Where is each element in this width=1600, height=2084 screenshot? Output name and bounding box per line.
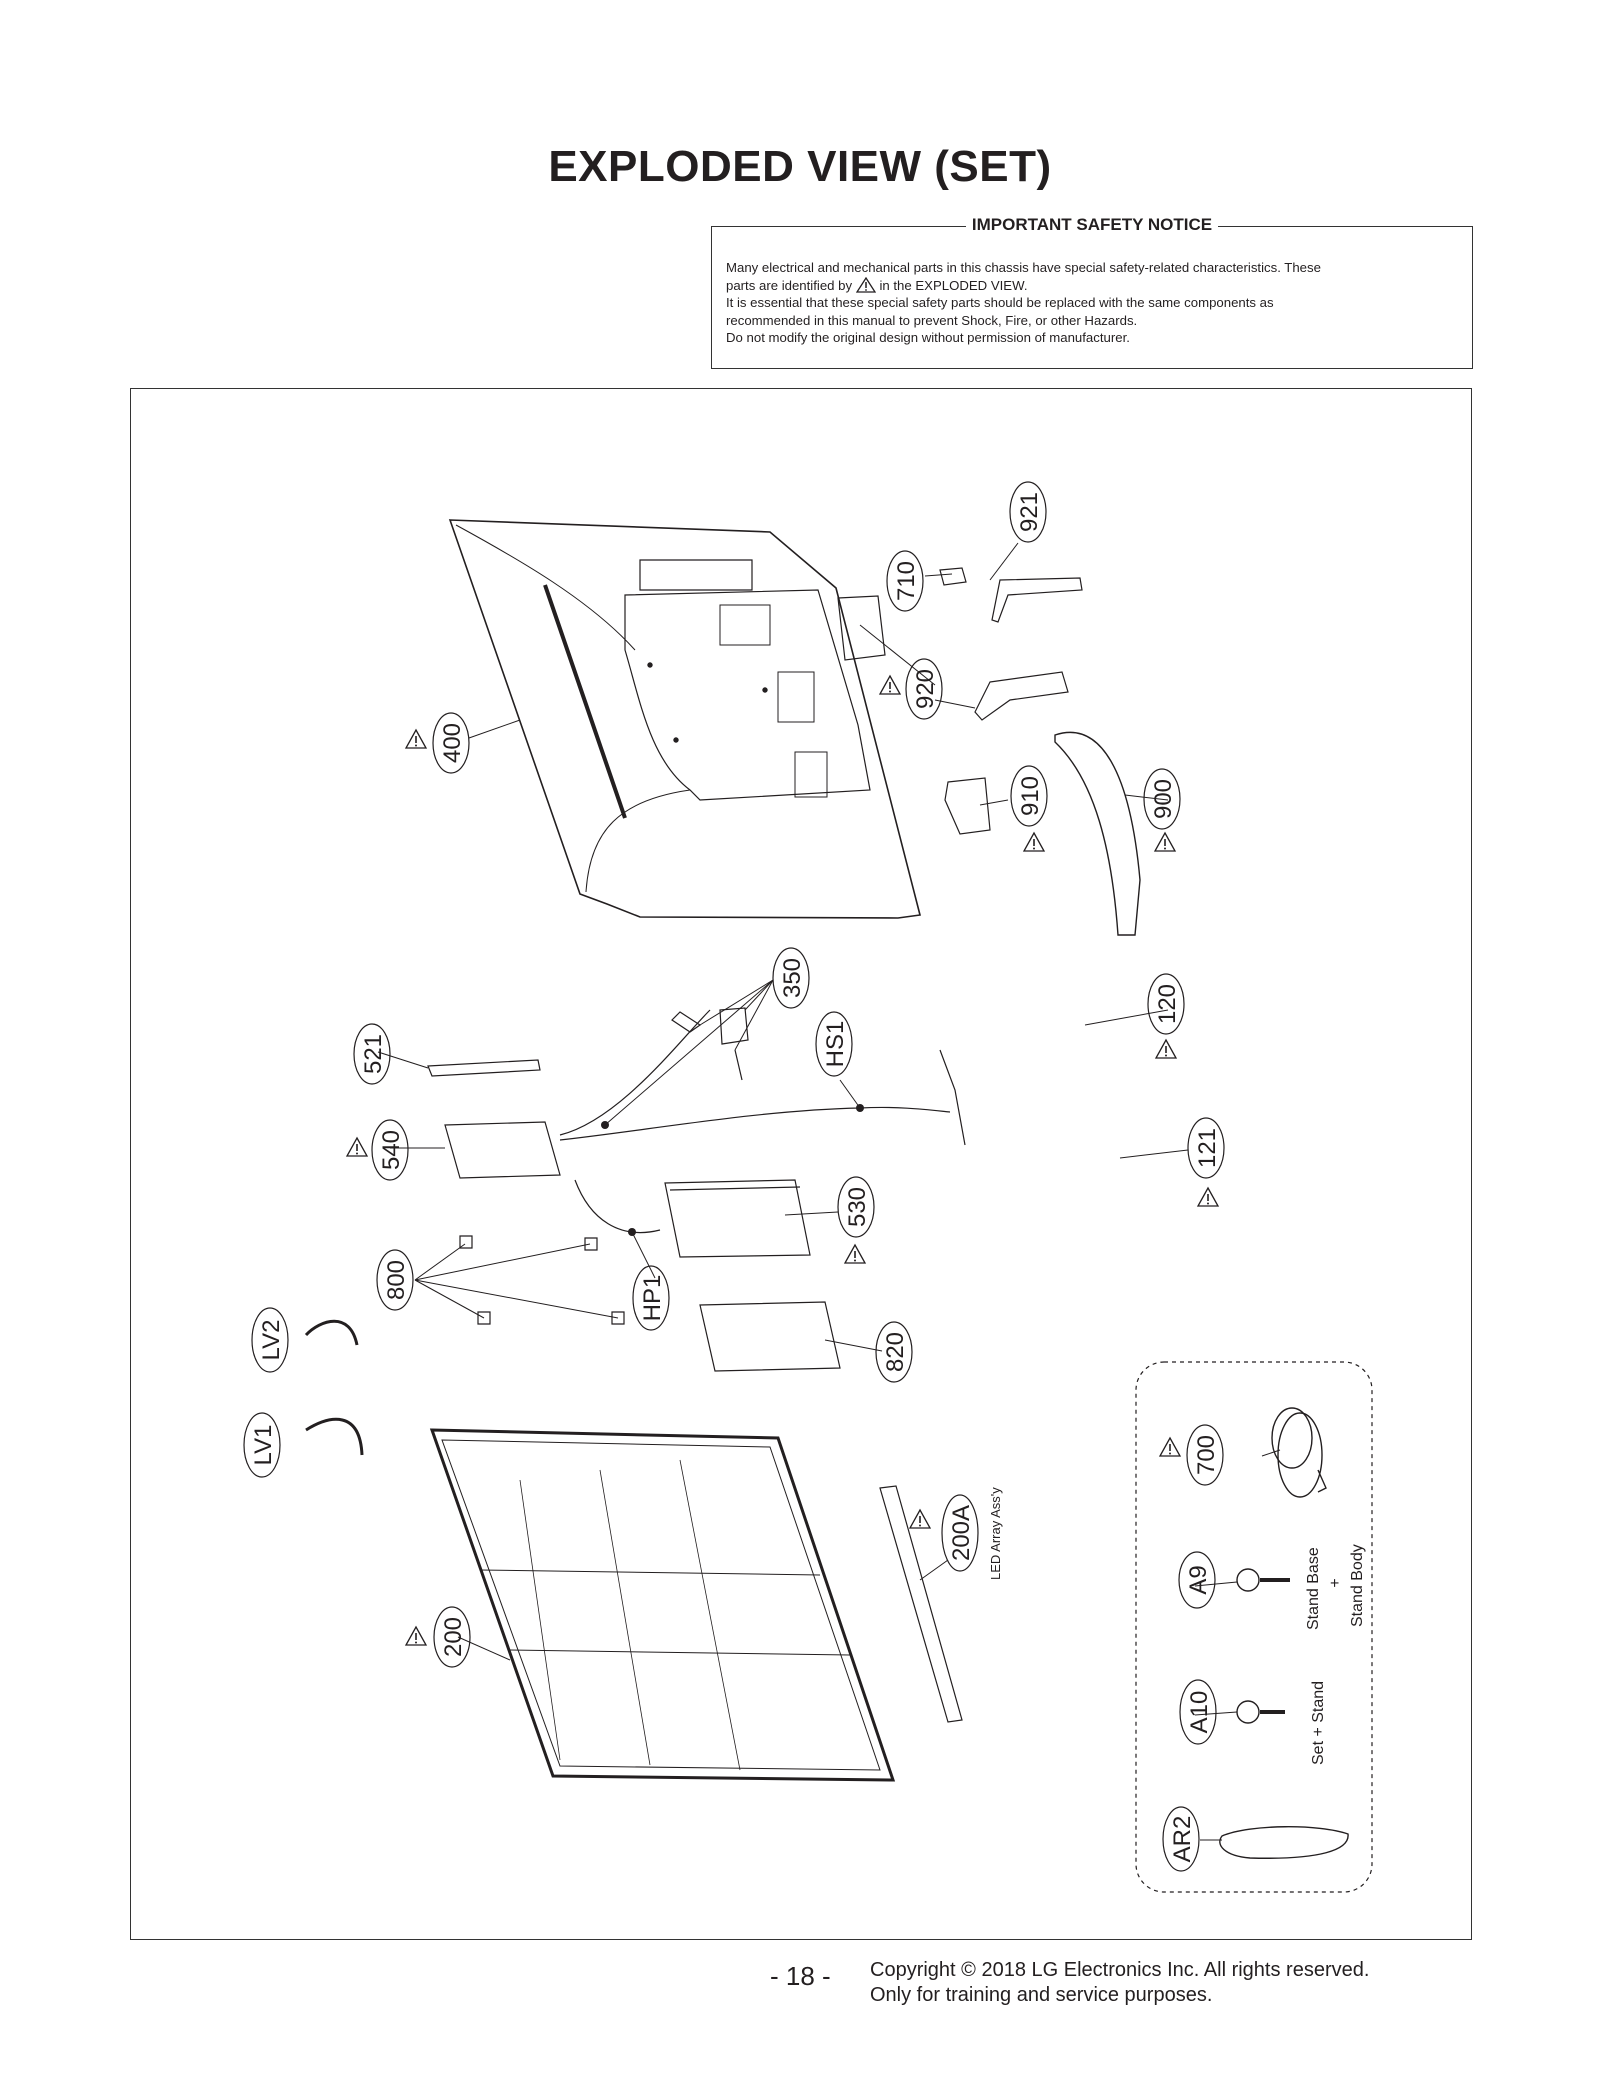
bracket-parts xyxy=(304,1235,625,1456)
warning-icon xyxy=(405,1626,427,1646)
svg-text:120: 120 xyxy=(1154,984,1181,1024)
accessory-parts xyxy=(1219,1407,1349,1859)
callout-700: 700 xyxy=(1186,1424,1224,1486)
page-number: - 18 - xyxy=(770,1961,831,1991)
svg-text:121: 121 xyxy=(1194,1128,1221,1168)
accessory-box xyxy=(1135,1361,1373,1893)
junction-dots xyxy=(601,1104,864,1236)
leader-lines xyxy=(377,542,1281,1841)
svg-text:910: 910 xyxy=(1017,776,1044,816)
callout-ar2: AR2 xyxy=(1162,1806,1200,1872)
svg-text:HP1: HP1 xyxy=(639,1275,666,1322)
svg-text:AR2: AR2 xyxy=(1169,1816,1196,1863)
callout-820: 820 xyxy=(875,1321,913,1383)
safety-notice-text: Many electrical and mechanical parts in … xyxy=(726,260,1321,345)
copyright-block: Copyright © 2018 LG Electronics Inc. All… xyxy=(870,1958,1369,2008)
annotation-texts: LED Array Ass'y Stand Base + Stand Body … xyxy=(988,1487,1366,1765)
svg-text:200A: 200A xyxy=(948,1505,975,1561)
page-title: EXPLODED VIEW (SET) xyxy=(548,142,1052,191)
callout-a9: A9 xyxy=(1178,1551,1216,1609)
warning-icon xyxy=(844,1244,866,1264)
svg-text:A10: A10 xyxy=(1186,1691,1213,1734)
callout-lv1: LV1 xyxy=(243,1412,281,1478)
callout-120: 120 xyxy=(1147,973,1185,1035)
callout-921: 921 xyxy=(1009,481,1047,543)
plus-label: + xyxy=(1327,1578,1344,1587)
svg-text:A9: A9 xyxy=(1185,1565,1212,1594)
led-array-label: LED Array Ass'y xyxy=(988,1487,1003,1580)
part-callouts: 400 921 710 920 910 900 350 HS1 xyxy=(243,481,1225,1872)
purpose-line: Only for training and service purposes. xyxy=(870,1984,1213,2006)
warning-triangles xyxy=(346,675,1219,1646)
callout-hs1: HS1 xyxy=(815,1011,853,1077)
back-cover-part xyxy=(448,519,921,919)
warning-triangle-icon xyxy=(855,276,876,293)
svg-text:530: 530 xyxy=(844,1187,871,1227)
svg-text:200: 200 xyxy=(440,1617,467,1657)
safety-notice-box: IMPORTANT SAFETY NOTICE Many electrical … xyxy=(711,215,1473,369)
svg-text:400: 400 xyxy=(439,723,466,763)
svg-text:800: 800 xyxy=(383,1260,410,1300)
warning-icon xyxy=(909,1509,931,1529)
warning-icon xyxy=(879,675,901,695)
callout-910: 910 xyxy=(1010,765,1048,827)
warning-icon xyxy=(1023,832,1045,852)
svg-text:900: 900 xyxy=(1150,779,1177,819)
callout-200: 200 xyxy=(433,1606,471,1668)
callout-a10: A10 xyxy=(1179,1679,1217,1745)
copyright-line: Copyright © 2018 LG Electronics Inc. All… xyxy=(870,1959,1370,1981)
warning-icon xyxy=(1154,832,1176,852)
callout-920: 920 xyxy=(905,658,943,720)
stand-parts xyxy=(837,567,1141,936)
svg-text:921: 921 xyxy=(1016,492,1043,532)
callout-lv2: LV2 xyxy=(251,1307,289,1373)
callout-400: 400 xyxy=(432,712,470,774)
warning-icon xyxy=(1159,1437,1181,1457)
callout-121: 121 xyxy=(1187,1117,1225,1179)
svg-text:700: 700 xyxy=(1193,1435,1220,1475)
callout-800: 800 xyxy=(376,1249,414,1311)
callout-hp1: HP1 xyxy=(632,1265,670,1331)
callout-900: 900 xyxy=(1143,768,1181,830)
callout-710: 710 xyxy=(886,550,924,612)
safety-notice-heading: IMPORTANT SAFETY NOTICE xyxy=(965,215,1219,234)
warning-icon xyxy=(1197,1187,1219,1207)
callout-521: 521 xyxy=(353,1023,391,1085)
warning-icon xyxy=(1155,1039,1177,1059)
stand-base-label: Stand Base xyxy=(1305,1547,1322,1630)
cable-parts xyxy=(559,1007,966,1146)
set-stand-label: Set + Stand xyxy=(1310,1681,1327,1765)
svg-text:LV1: LV1 xyxy=(250,1425,277,1466)
svg-text:350: 350 xyxy=(779,958,806,998)
lcd-module-part xyxy=(429,1428,963,1782)
svg-text:920: 920 xyxy=(912,669,939,709)
callout-530: 530 xyxy=(837,1176,875,1238)
callout-350: 350 xyxy=(772,947,810,1009)
svg-text:HS1: HS1 xyxy=(822,1021,849,1068)
board-parts xyxy=(427,1059,841,1372)
stand-body-label: Stand Body xyxy=(1349,1544,1366,1627)
svg-text:LV2: LV2 xyxy=(258,1320,285,1361)
warning-icon xyxy=(346,1137,368,1157)
svg-text:521: 521 xyxy=(360,1034,387,1074)
svg-text:820: 820 xyxy=(882,1332,909,1372)
svg-text:710: 710 xyxy=(893,561,920,601)
svg-text:540: 540 xyxy=(378,1130,405,1170)
warning-icon xyxy=(405,729,427,749)
callout-540: 540 xyxy=(371,1119,409,1181)
callout-200a: 200A xyxy=(941,1494,979,1572)
exploded-view-frame xyxy=(130,388,1472,1940)
